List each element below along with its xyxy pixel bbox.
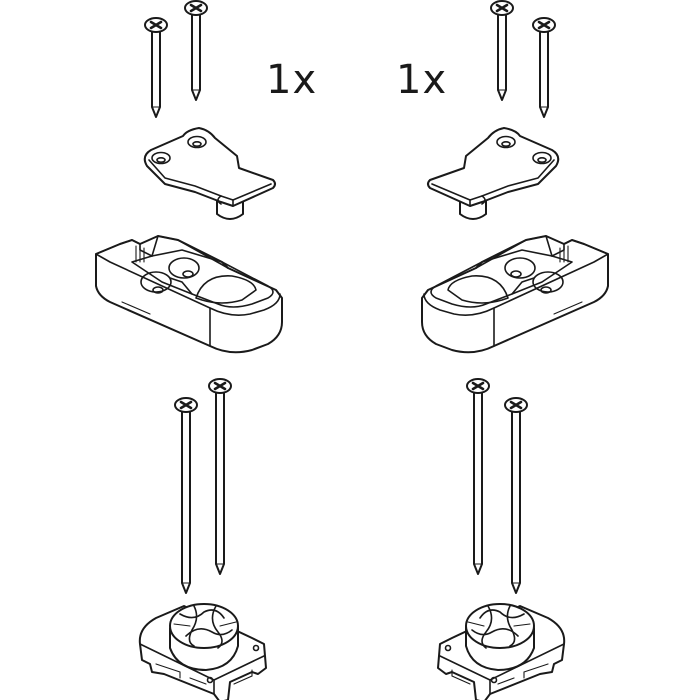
mounting-plate-right bbox=[427, 127, 560, 220]
base-clip-left bbox=[138, 603, 267, 700]
left-parts-set bbox=[95, 0, 283, 700]
long-screw-left-2 bbox=[207, 377, 233, 576]
short-screw-right-1 bbox=[489, 0, 515, 102]
short-screw-left-1 bbox=[143, 16, 169, 119]
right-parts-set bbox=[421, 0, 609, 700]
short-screw-left-2 bbox=[183, 0, 209, 102]
bracket-housing-right bbox=[421, 235, 609, 354]
quantity-label-left: 1x bbox=[266, 57, 318, 103]
base-clip-right bbox=[437, 603, 566, 700]
mounting-plate-left bbox=[143, 127, 276, 220]
long-screw-left-1 bbox=[173, 396, 199, 595]
long-screw-right-1 bbox=[465, 377, 491, 576]
short-screw-right-2 bbox=[531, 16, 557, 119]
long-screw-right-2 bbox=[503, 396, 529, 595]
bracket-housing-left bbox=[95, 235, 283, 354]
quantity-label-right: 1x bbox=[396, 57, 448, 103]
